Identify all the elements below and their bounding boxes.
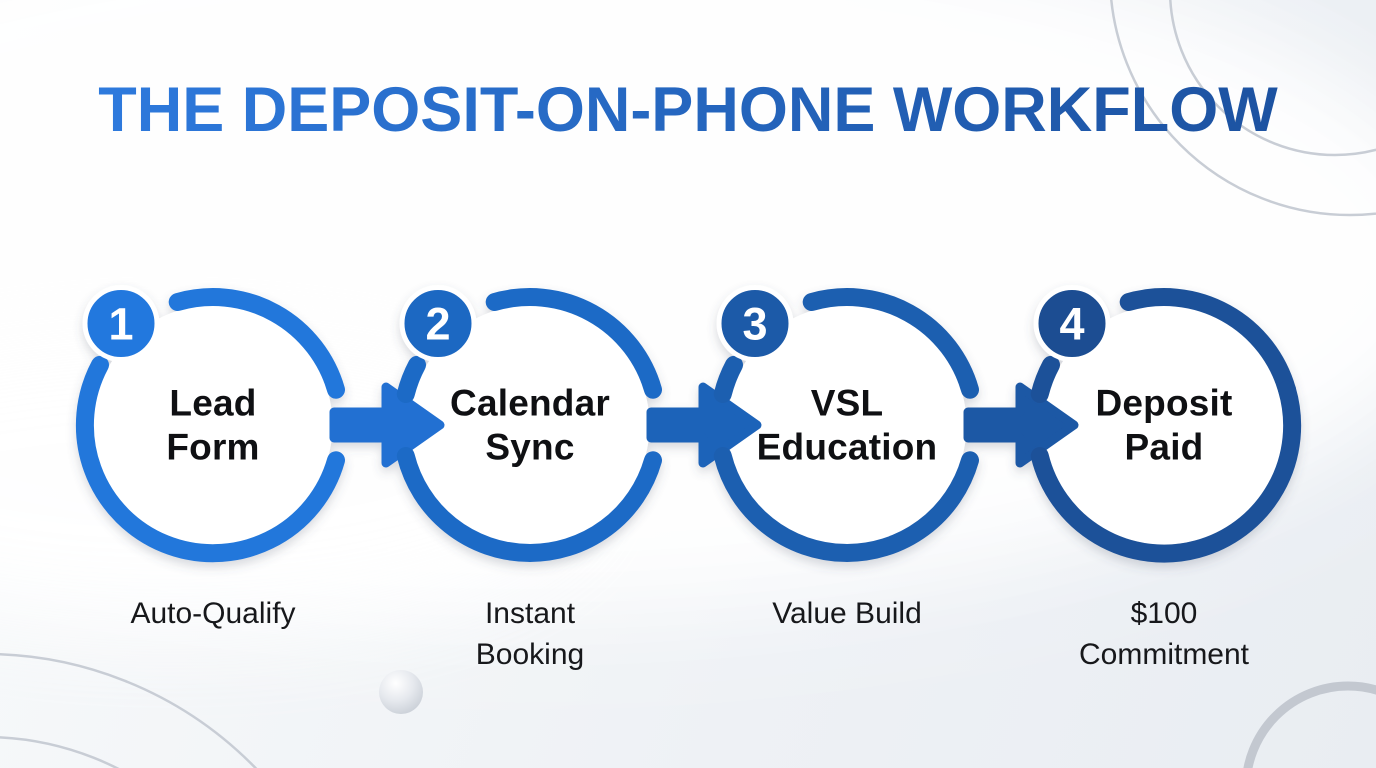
step-circle-fill <box>1044 305 1284 545</box>
step-circle-ring <box>485 288 662 399</box>
decorative-arc-bottom-left-outer <box>0 653 258 768</box>
step-circle-ring <box>1119 288 1296 399</box>
workflow-flow-graphics <box>75 285 1302 563</box>
step-caption: $100 Commitment <box>1078 597 1250 672</box>
step-number-badge: 3 <box>742 298 768 350</box>
step-label: VSL Education <box>756 382 938 468</box>
step-circle-fill <box>727 305 967 545</box>
decorative-sphere <box>379 670 423 714</box>
step-number-badge: 4 <box>1059 298 1085 350</box>
step-number-badge-circle <box>1033 285 1111 362</box>
step-circle-ring <box>1030 380 1302 563</box>
step-circle-ring <box>396 355 426 403</box>
step-circle-ring <box>396 447 662 562</box>
step-label: Calendar Sync <box>450 382 610 468</box>
step-circle-fill <box>410 305 650 545</box>
decorative-arc-top-right-inner <box>1169 0 1376 157</box>
step-caption: Value Build <box>772 597 922 630</box>
step-number-badge-circle <box>399 285 477 362</box>
step-circle-fill <box>93 305 333 545</box>
step-caption: Instant Booking <box>475 597 585 672</box>
step-number-badge-circle <box>82 285 160 362</box>
step-circle-ring <box>1030 355 1060 403</box>
step-circle-ring <box>713 447 979 562</box>
step-number-badge-circle <box>716 285 794 362</box>
step-label: Deposit Paid <box>1095 382 1233 468</box>
step-number-badge: 1 <box>108 298 134 350</box>
step-number-badge: 2 <box>425 298 451 350</box>
connector-arrow-icon <box>963 382 1079 468</box>
page-title: THE DEPOSIT-ON-PHONE WORKFLOW <box>0 74 1376 146</box>
step-circle-ring <box>713 355 743 403</box>
step-label: Lead Form <box>166 382 260 468</box>
connector-arrow-icon <box>646 382 762 468</box>
connector-arrow-icon <box>329 382 445 468</box>
decorative-arc-top-right-outer <box>1110 0 1376 217</box>
decorative-circle-bottom-right <box>1243 681 1376 768</box>
step-circle-ring <box>802 288 979 399</box>
step-circle-ring <box>168 288 345 399</box>
step-circle-ring <box>75 355 345 563</box>
step-caption: Auto-Qualify <box>130 597 296 630</box>
